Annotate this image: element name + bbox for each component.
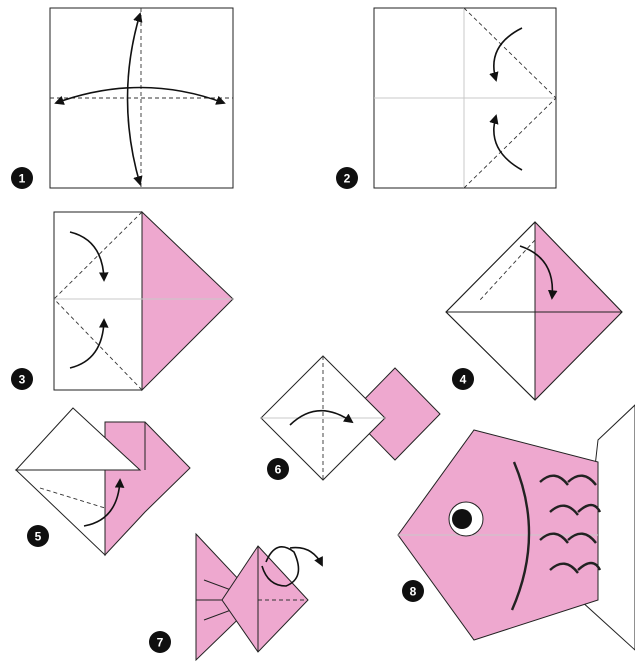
pink-triangle (142, 212, 233, 390)
step-badge-4: 4 (452, 368, 474, 390)
step-number: 3 (19, 373, 26, 387)
turn-over-arrow (290, 548, 322, 565)
step-badge-2: 2 (336, 167, 358, 189)
step-number: 1 (19, 172, 26, 186)
step-number: 4 (460, 373, 467, 387)
step-number: 6 (275, 463, 282, 477)
step-badge-3: 3 (11, 368, 33, 390)
eye-pupil (452, 509, 472, 529)
step-1 (50, 8, 233, 188)
step-2 (374, 8, 556, 188)
step-8 (398, 405, 635, 650)
step-number: 2 (344, 172, 351, 186)
step-3 (54, 212, 233, 390)
pink-body-diamond (222, 546, 308, 652)
white-paper-half (54, 212, 142, 390)
step-badge-5: 5 (27, 525, 49, 547)
step-number: 7 (157, 636, 164, 650)
step-badge-6: 6 (267, 458, 289, 480)
step-6 (261, 356, 440, 480)
step-number: 8 (410, 585, 417, 599)
step-badge-1: 1 (11, 167, 33, 189)
step-number: 5 (35, 530, 42, 544)
step-7 (196, 534, 322, 660)
step-badge-7: 7 (149, 631, 171, 653)
step-badge-8: 8 (402, 580, 424, 602)
